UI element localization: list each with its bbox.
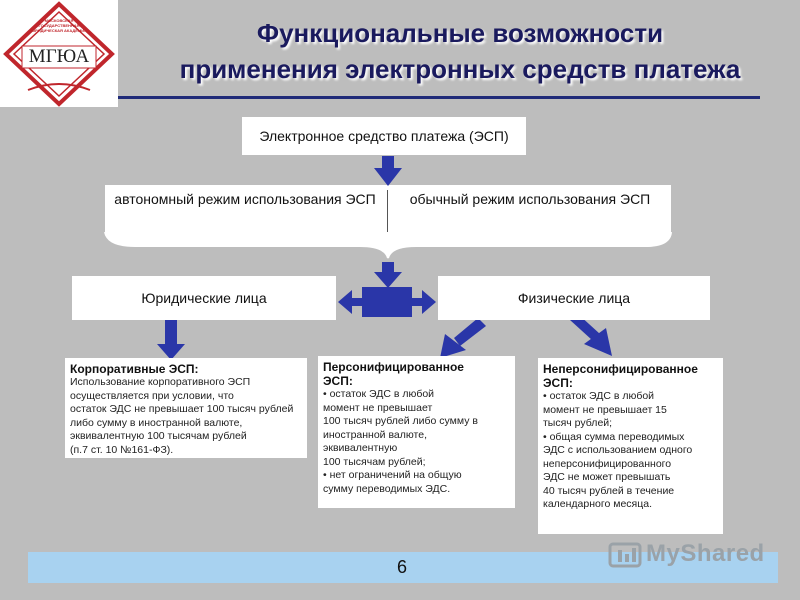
- mode-regular-label: обычный режим использования ЭСП: [409, 191, 651, 207]
- card-line: осуществляется при условии, что: [70, 389, 234, 402]
- card-line: тысяч рублей;: [543, 417, 613, 429]
- page-number: 6: [396, 557, 407, 577]
- card-line: 100 тысячам рублей;: [323, 455, 426, 468]
- personal-card-heading-l1: Персонифицированное: [323, 360, 464, 374]
- card-line: • общая сумма переводимых: [543, 430, 685, 443]
- card-line: ЭДС с использованием одного: [543, 444, 693, 456]
- arrow-diag-nonpersonal: [570, 314, 612, 356]
- footer-bar: [28, 552, 778, 583]
- modes-divider: [387, 190, 388, 232]
- page-title-line1: Функциональные возможности: [256, 18, 664, 48]
- academy-logo: МОСКОВСКАЯ ГОСУДАРСТВЕННАЯ ЮРИДИЧЕСКАЯ А…: [0, 0, 118, 107]
- card-line: • остаток ЭДС в любой: [543, 390, 655, 402]
- watermark-text: MyShared: [646, 540, 765, 567]
- nonpersonal-card-heading-l1: Неперсонифицированное: [543, 362, 698, 376]
- personal-card-heading-l2: ЭСП:: [323, 374, 353, 388]
- modes-box: [105, 185, 671, 233]
- card-line: • остаток ЭДС в любой: [323, 388, 435, 400]
- individuals-box: Физические лица: [438, 276, 710, 320]
- logo-small-text: МОСКОВСКАЯ ГОСУДАРСТВЕННАЯ ЮРИДИЧЕСКАЯ А…: [30, 18, 88, 33]
- nonpersonal-card-heading-l2: ЭСП:: [543, 376, 573, 390]
- nonpersonal-card: Неперсонифицированное ЭСП: • остаток ЭДС…: [538, 358, 723, 534]
- card-line: момент не превышает: [323, 401, 433, 414]
- card-line: момент не превышает 15: [543, 403, 667, 416]
- modes-brace: [104, 231, 672, 259]
- mode-autonomous-label: автономный режим использования ЭСП: [114, 191, 376, 207]
- personal-card: Персонифицированное ЭСП: • остаток ЭДС в…: [318, 356, 515, 508]
- arrow-down-esp: [374, 156, 402, 186]
- card-line: либо сумму в иностранной валюте,: [70, 416, 243, 429]
- card-line: Использование корпоративного ЭСП: [70, 376, 251, 388]
- card-line: • нет ограничений на общую: [323, 469, 462, 481]
- esp-box: Электронное средство платежа (ЭСП): [242, 117, 526, 155]
- arrow-down-corporate: [157, 320, 185, 360]
- card-line: иностранной валюте,: [323, 428, 427, 441]
- corporate-card-heading: Корпоративные ЭСП:: [70, 362, 199, 376]
- title-underline: [118, 96, 760, 99]
- card-line: эквивалентную 100 тысячам рублей: [70, 430, 247, 442]
- card-line: ЭДС не может превышать: [543, 471, 671, 483]
- legal-entities-box: Юридические лица: [72, 276, 336, 320]
- page-title-line2: применения электронных средств платежа: [179, 54, 741, 84]
- card-line: неперсонифицированного: [543, 457, 672, 470]
- card-line: 40 тысяч рублей в течение: [543, 484, 675, 497]
- arrow-diag-personal: [440, 318, 486, 358]
- logo-text: МГЮА: [28, 46, 90, 67]
- card-line: эквивалентную: [323, 442, 398, 454]
- card-line: календарного месяца.: [543, 498, 652, 510]
- card-line: остаток ЭДС не превышает 100 тысяч рубле…: [70, 403, 294, 415]
- arrow-down-hub: [374, 262, 402, 288]
- card-line: сумму переводимых ЭДС.: [323, 482, 451, 495]
- card-line: (п.7 ст. 10 №161-ФЗ).: [70, 443, 174, 456]
- corporate-card: Корпоративные ЭСП: Использование корпора…: [65, 358, 307, 458]
- card-line: 100 тысяч рублей либо сумму в: [323, 415, 478, 427]
- double-arrow: [338, 290, 436, 314]
- myshared-watermark-icon: [608, 542, 642, 568]
